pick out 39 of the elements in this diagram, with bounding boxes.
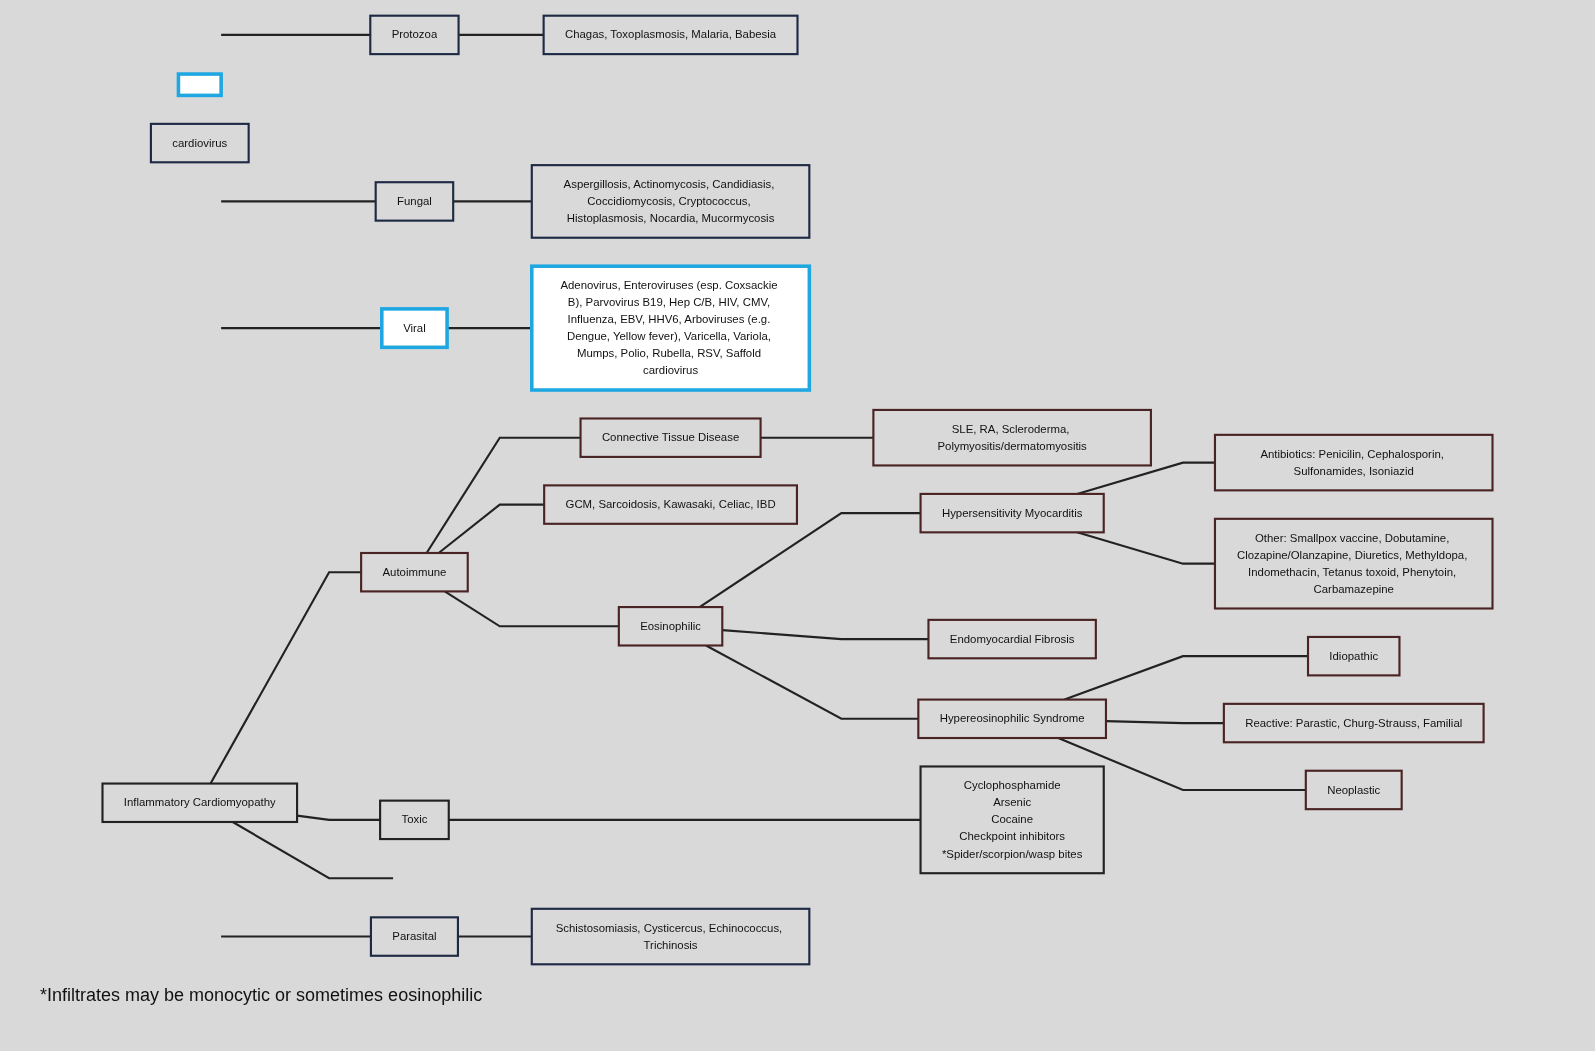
node-box: Other: Smallpox vaccine, Dobutamine, Clozapine/Olanzapine, Diuretics, Methyldopa, Indomethacin, Tetanus toxoid, Phenytoin, Carbamazepine xyxy=(1213,517,1494,610)
node-box: Adenovirus, Enteroviruses (esp. Coxsackie B), Parvovirus B19, Hep C/B, HIV, CMV, Influenza, EBV, HHV6, Arboviruses (e.g. Dengue, Yellow fever), Varicella, Variola, Mumps, Polio, Rubella, RSV, Saffold cardiovirus xyxy=(530,264,812,392)
node-box xyxy=(176,72,223,98)
node-box: Toxic xyxy=(379,799,450,841)
node-box: Chagas, Toxoplasmosis, Malaria, Babesia xyxy=(542,14,799,56)
node-box: Idiopathic xyxy=(1306,635,1401,677)
node-box: Viral xyxy=(380,307,449,350)
node-box: cardiovirus xyxy=(149,122,250,164)
node-box: Schistosomiasis, Cysticercus, Echinococcus, Trichinosis xyxy=(530,907,811,966)
node-box: Inflammatory Cardiomyopathy xyxy=(101,782,299,824)
node-box: Cyclophosphamide Arsenic Cocaine Checkpoint inhibitors *Spider/scorpion/wasp bites xyxy=(919,765,1105,875)
connector xyxy=(221,33,371,36)
connector xyxy=(221,935,371,938)
connector xyxy=(453,200,532,203)
node-box: SLE, RA, Scleroderma, Polymyositis/dermatomyositis xyxy=(872,408,1152,467)
node-box: Antibiotics: Penicilin, Cephalosporin, Sulfonamides, Isoniazid xyxy=(1213,433,1494,492)
node-box: Hypereosinophilic Syndrome xyxy=(917,698,1108,740)
footnote: *Infiltrates may be monocytic or sometimes eosinophilic xyxy=(40,985,483,1006)
node-box: Eosinophilic xyxy=(617,606,724,647)
node-box: Reactive: Parastic, Churg-Strauss, Familial xyxy=(1222,702,1485,744)
connector xyxy=(698,512,921,608)
node-box: Autoimmune xyxy=(360,551,469,593)
node-box: Fungal xyxy=(374,181,455,222)
connector xyxy=(1105,720,1224,725)
connector xyxy=(448,818,921,821)
node-box: Aspergillosis, Actinomycosis, Candidiasis, Coccidiomycosis, Cryptococcus, Histoplasmosis, Nocardia, Mucormycosis xyxy=(530,164,811,239)
node-box: Protozoa xyxy=(369,14,460,56)
node-box: Connective Tissue Disease xyxy=(579,417,762,458)
connector xyxy=(457,935,532,938)
connector xyxy=(760,436,874,439)
node-box: Parasital xyxy=(369,916,459,957)
connector xyxy=(722,629,929,641)
node-box: Hypersensitivity Myocarditis xyxy=(919,492,1105,534)
connector xyxy=(458,33,544,36)
connector xyxy=(221,200,376,203)
node-box: GCM, Sarcoidosis, Kawasaki, Celiac, IBD xyxy=(543,484,798,525)
connector xyxy=(232,821,394,880)
node-box: Endomyocardial Fibrosis xyxy=(927,618,1097,660)
node-box: Neoplastic xyxy=(1304,769,1403,811)
